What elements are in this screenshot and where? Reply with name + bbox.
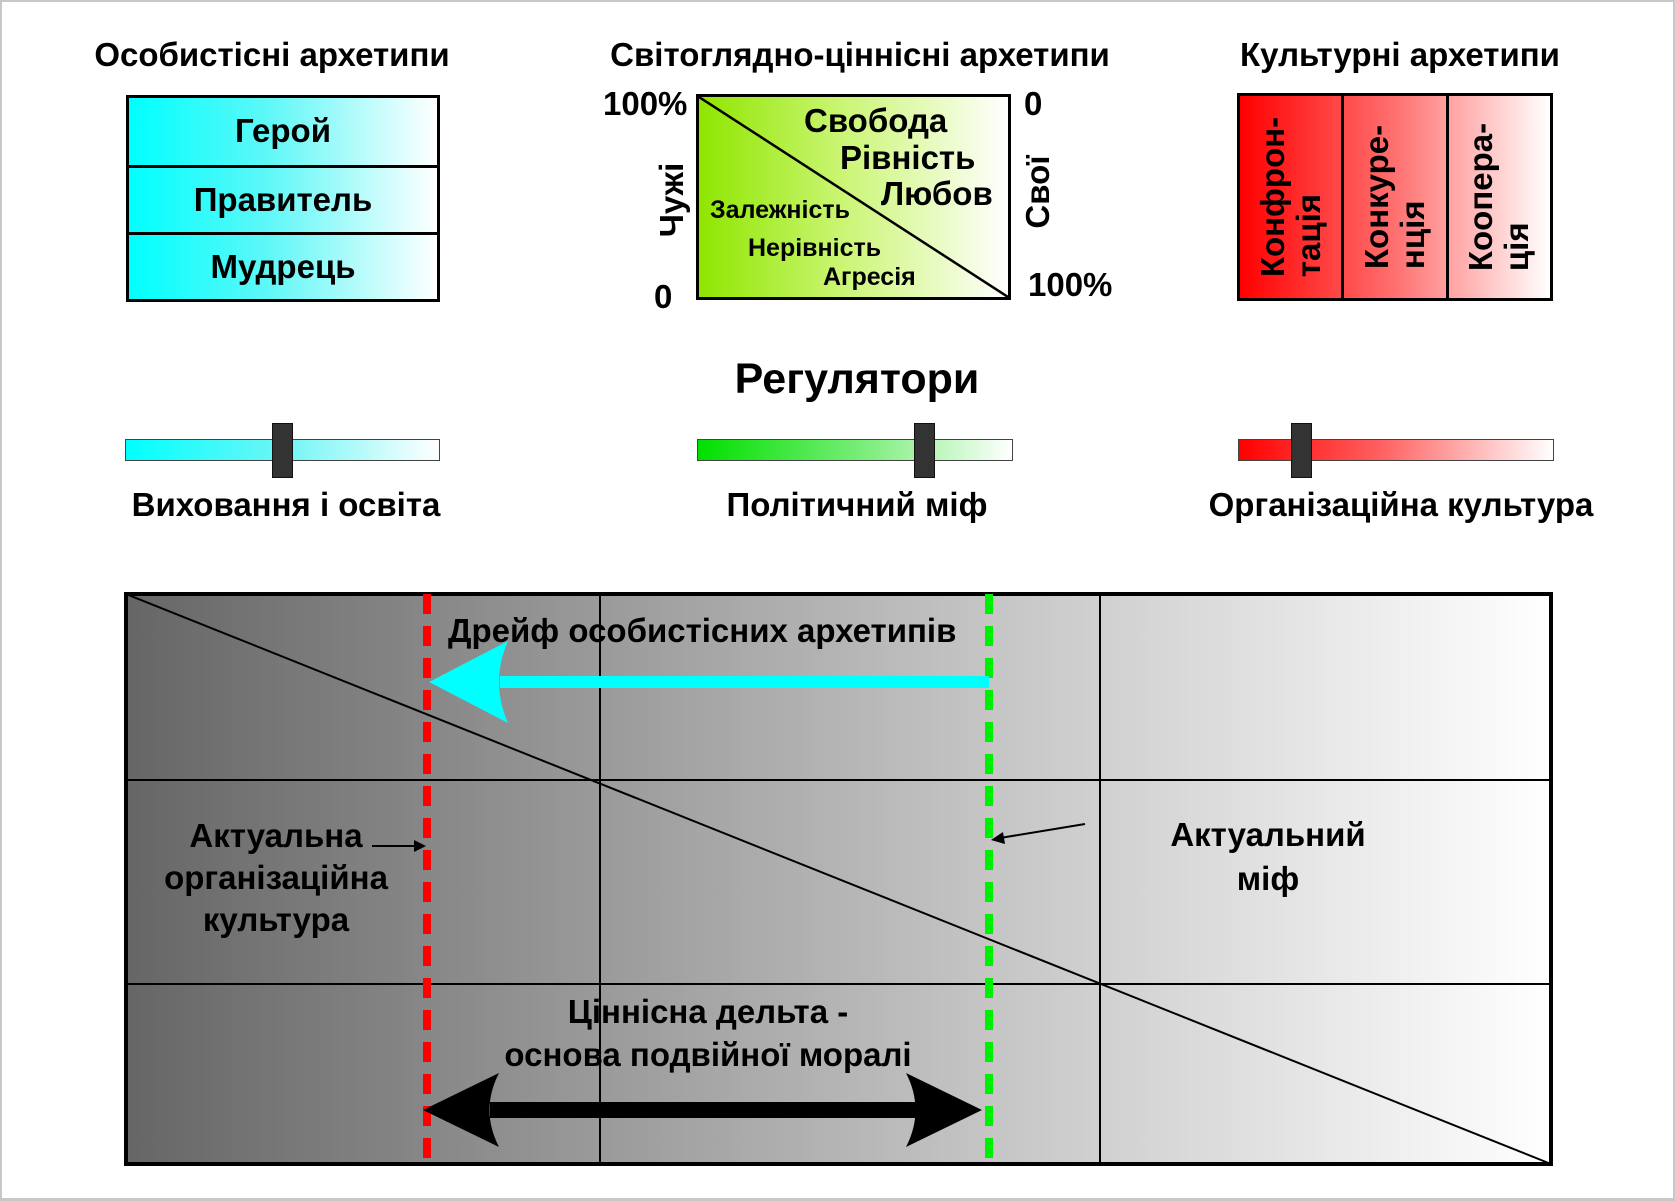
- personal-archetypes-box: Герой Правитель Мудрець: [126, 95, 440, 302]
- drift-diagonal: [125, 593, 1552, 1165]
- archetype-ruler: Правитель: [129, 164, 437, 232]
- value-love: Любов: [881, 175, 993, 212]
- drift-label: Дрейф особистісних архетипів: [448, 612, 957, 649]
- drift-arrow-head: [429, 641, 508, 723]
- regulators-title: Регулятори: [734, 355, 980, 403]
- archetype-sage: Мудрець: [129, 231, 437, 299]
- value-delta-arrow-right-head: [906, 1073, 982, 1147]
- slider-education-label: Виховання і освіта: [131, 486, 441, 523]
- actual-myth-pointer: [991, 823, 1086, 844]
- cultural-archetypes-title: Культурні архетипи: [1240, 36, 1560, 73]
- slider-political-myth-handle[interactable]: [913, 423, 935, 478]
- slider-political-myth-label: Політичний міф: [726, 486, 988, 523]
- value-freedom: Свобода: [804, 102, 948, 139]
- personal-archetypes-title: Особистісні архетипи: [94, 36, 450, 73]
- drift-arrow-shaft: [500, 676, 989, 688]
- worldview-archetypes-title: Світоглядно-ціннісні архетипи: [610, 36, 1110, 73]
- worldview-archetypes-box: Свобода Рівність Любов Залежність Нерівн…: [696, 94, 1011, 300]
- left-axis-top: 100%: [603, 85, 688, 122]
- slider-org-culture-label: Організаційна культура: [1208, 486, 1594, 523]
- slider-education[interactable]: [125, 423, 440, 478]
- actual-org-culture-line2: організаційна: [164, 859, 388, 896]
- diagonal-line: [699, 97, 1008, 297]
- slider-education-handle[interactable]: [272, 423, 293, 478]
- left-axis-bottom: 0: [654, 278, 673, 315]
- actual-myth-line1: Актуальний: [1170, 816, 1366, 853]
- actual-org-culture-line3: культура: [202, 901, 350, 938]
- org-culture-pointer: [372, 840, 426, 852]
- archetype-hero: Герой: [235, 112, 331, 150]
- actual-org-culture-label: Актуальна організаційна культура: [164, 815, 388, 941]
- slider-org-culture[interactable]: [1238, 423, 1554, 478]
- value-delta-label: Ціннісна дельта - основа подвійної морал…: [504, 990, 911, 1076]
- value-delta-line2: основа подвійної моралі: [504, 1036, 912, 1073]
- worldview-diagonal: [699, 97, 1008, 297]
- culture-competition: Конкуре-нція: [1341, 96, 1445, 298]
- value-delta-arrow-shaft: [490, 1102, 920, 1118]
- actual-myth-label: Актуальний міф: [1170, 813, 1365, 901]
- right-axis-top: 0: [1024, 85, 1043, 122]
- cultural-archetypes-box: Конфрон-тація Конкуре-нція Коопера-ція: [1237, 93, 1553, 301]
- value-dependence: Залежність: [710, 196, 850, 224]
- value-delta-line1: Ціннісна дельта -: [567, 993, 849, 1030]
- value-delta-arrow: [423, 1073, 982, 1147]
- right-axis-bottom: 100%: [1028, 266, 1113, 303]
- slider-political-myth[interactable]: [697, 423, 1013, 478]
- value-delta-arrow-left-head: [423, 1073, 499, 1147]
- drift-arrow: [429, 641, 989, 723]
- slider-org-culture-handle[interactable]: [1291, 423, 1313, 478]
- value-equality: Рівність: [840, 139, 976, 176]
- actual-myth-line2: міф: [1236, 860, 1300, 897]
- value-inequality: Нерівність: [748, 234, 882, 262]
- value-aggression: Агресія: [823, 263, 916, 291]
- culture-cooperation: Коопера-ція: [1445, 96, 1550, 298]
- actual-org-culture-line1: Актуальна: [189, 817, 363, 854]
